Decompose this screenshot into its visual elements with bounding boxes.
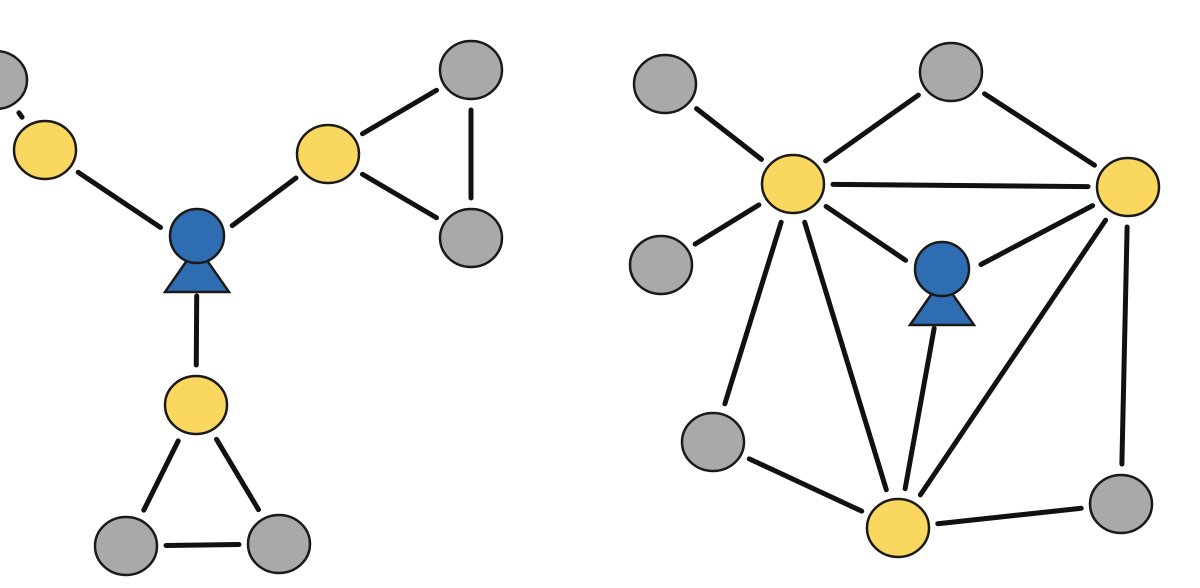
- network-right-other-node-m4: [632, 53, 698, 115]
- network-left-neighbor-node-n3: [163, 374, 229, 436]
- network-right-edge-m1-m2: [830, 181, 1091, 190]
- network-right-edge-m1-m6: [692, 202, 762, 247]
- network-right-edge-m2-m3: [917, 217, 1109, 498]
- network-left-ego-person-icon: [162, 207, 232, 294]
- network-right-edge-m0-m3: [902, 325, 937, 492]
- network-left-edge-n6-n7: [163, 542, 242, 548]
- nodes-layer: [0, 39, 1161, 577]
- network-right-edge-m1-m5: [823, 92, 921, 164]
- network-left-edge-n0-n2: [229, 175, 299, 229]
- network-right-edge-m3-m8: [935, 505, 1084, 527]
- network-right-edge-m2-m8: [1119, 224, 1130, 467]
- network-left-neighbor-node-n1: [12, 119, 78, 181]
- network-right-other-node-m6: [628, 234, 694, 296]
- network-right-ego-person-icon: [907, 240, 977, 327]
- network-right-neighbor-node-m2: [1095, 156, 1161, 218]
- network-right-edge-m1-m7: [722, 219, 784, 407]
- network-right-other-node-m5: [918, 41, 984, 103]
- network-left-edge-n1-n8: [16, 110, 25, 120]
- network-left-edge-n0-n1: [75, 169, 163, 230]
- network-right-other-node-m8: [1088, 473, 1154, 535]
- network-right-edge-m0-m1: [823, 203, 909, 263]
- person-body: [162, 243, 232, 294]
- network-left-edge-n2-n5: [359, 171, 440, 221]
- person-head: [168, 207, 226, 265]
- network-right-edge-m3-m7: [746, 456, 865, 514]
- network-right-edge-m2-m5: [982, 91, 1097, 168]
- network-right-neighbor-node-m3: [865, 497, 931, 559]
- network-right-neighbor-node-m1: [760, 153, 826, 215]
- network-left-other-node-n8: [0, 49, 29, 111]
- network-right-edge-m1-m3: [802, 219, 889, 493]
- person-body: [907, 276, 977, 327]
- edges-layer: [16, 87, 1130, 548]
- network-left-other-node-n6: [93, 515, 159, 577]
- network-left-other-node-n7: [246, 513, 312, 575]
- network-left-other-node-n5: [438, 207, 504, 269]
- network-left-neighbor-node-n2: [295, 123, 361, 185]
- network-left-edge-n3-n7: [214, 436, 261, 513]
- network-left-edge-n2-n4: [359, 87, 440, 137]
- network-right-other-node-m7: [680, 411, 746, 473]
- network-right-edge-m1-m4: [694, 106, 764, 162]
- person-head: [913, 240, 971, 298]
- network-right-edge-m0-m2: [978, 203, 1096, 267]
- network-left-other-node-n4: [438, 39, 504, 101]
- network-left-edge-n3-n6: [141, 438, 181, 513]
